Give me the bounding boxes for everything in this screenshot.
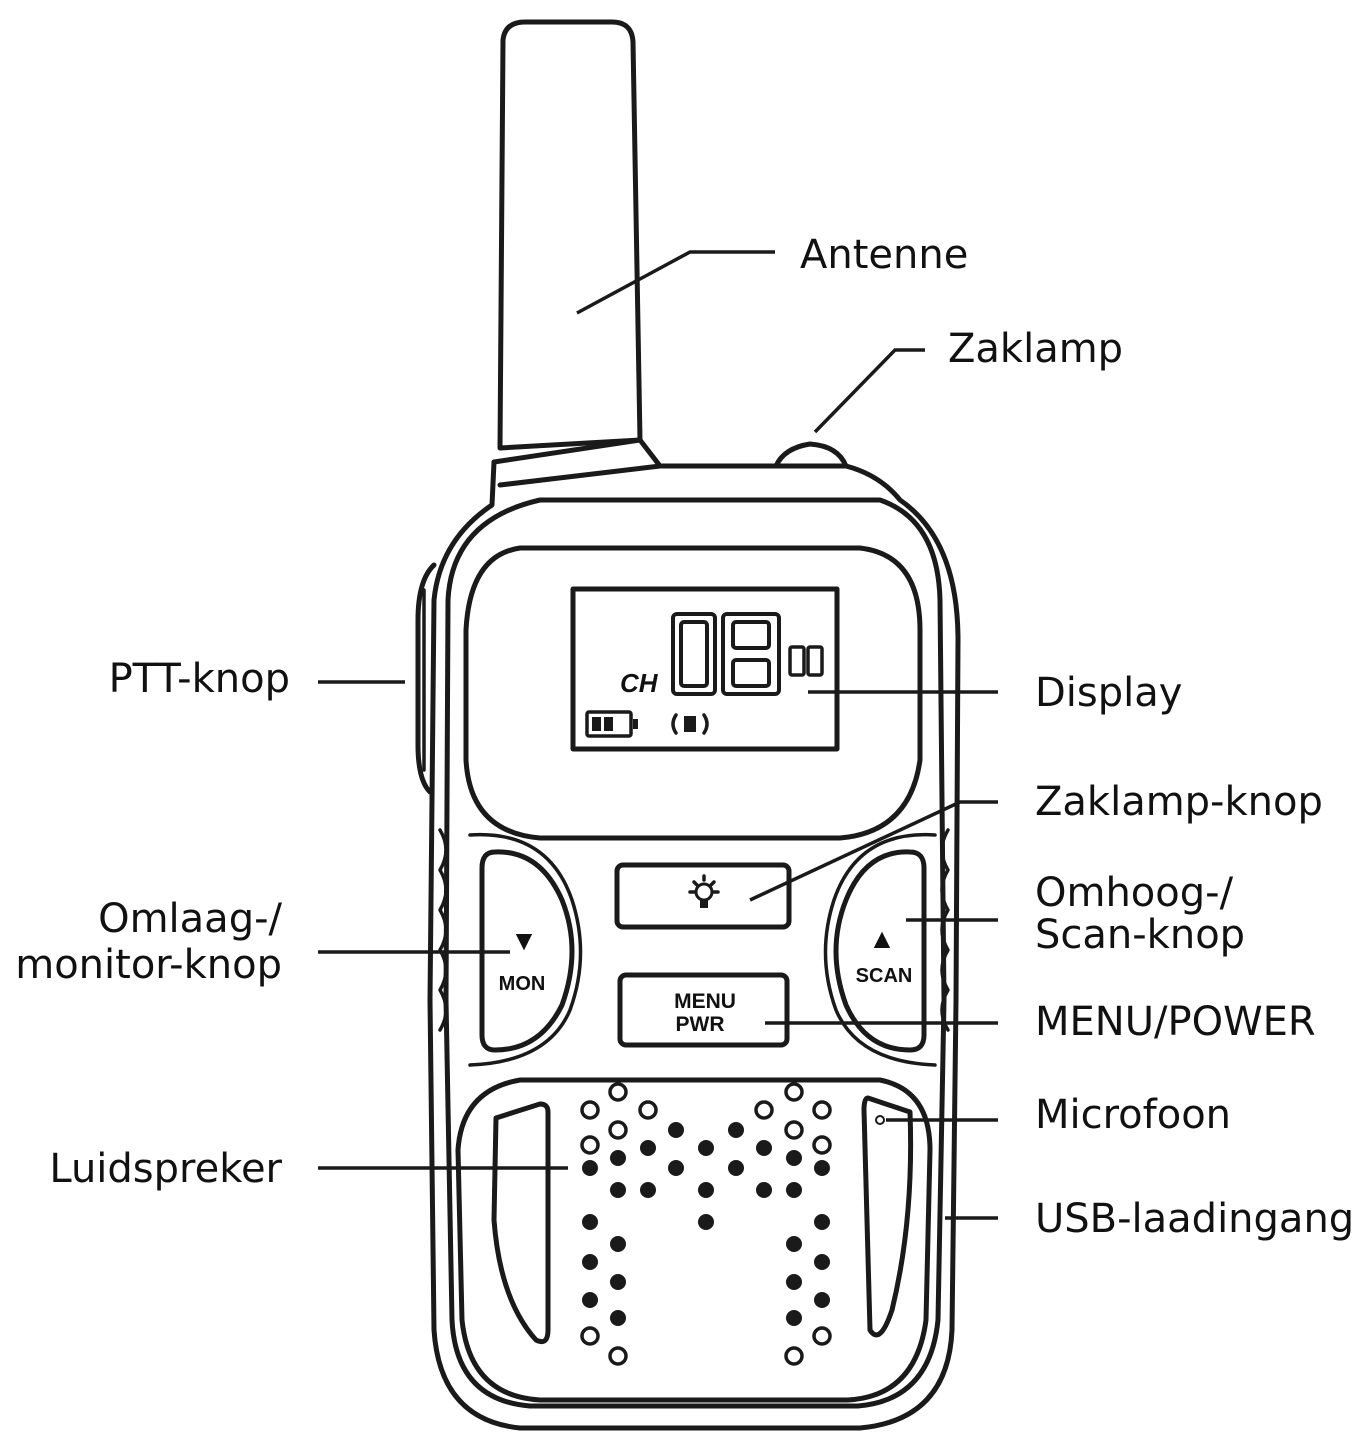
speaker-hole — [698, 1182, 714, 1198]
channel-digit-0 — [671, 612, 717, 696]
mon-label: MON — [499, 973, 546, 995]
ch-label: CH — [620, 668, 659, 698]
down-monitor-button[interactable]: ▼ MON — [468, 832, 583, 1067]
speaker-hole — [582, 1160, 598, 1176]
up-arrow-icon: ▲ — [868, 923, 896, 954]
speaker-hole — [814, 1254, 830, 1270]
speaker-hole — [812, 1100, 832, 1120]
display-bezel — [463, 545, 923, 841]
label-zaklamp: Zaklamp — [948, 326, 1123, 372]
speaker-hole — [754, 1100, 774, 1120]
speaker-hole — [786, 1236, 802, 1252]
speaker-hole — [608, 1346, 628, 1366]
speaker-hole — [610, 1274, 626, 1290]
flashlight-button[interactable] — [614, 862, 792, 930]
speaker-hole — [640, 1182, 656, 1198]
speaker-hole — [580, 1326, 600, 1346]
speaker-hole — [812, 1326, 832, 1346]
speaker-hole — [668, 1160, 684, 1176]
menu-power-button[interactable]: MENU PWR — [617, 972, 790, 1048]
leader-antenne — [576, 250, 775, 315]
leader-lines — [318, 250, 998, 1220]
speaker-hole — [640, 1140, 656, 1156]
leader-zaklamp-knop — [749, 800, 998, 902]
speaker-hole — [610, 1182, 626, 1198]
lower-panel — [455, 1077, 933, 1403]
speaker-hole — [582, 1292, 598, 1308]
speaker-hole — [786, 1310, 802, 1326]
speaker-hole — [582, 1254, 598, 1270]
pwr-label: PWR — [676, 1013, 725, 1036]
speaker-hole — [786, 1150, 802, 1166]
speaker-hole — [698, 1214, 714, 1230]
speaker-hole — [812, 1135, 832, 1155]
speaker-hole — [784, 1082, 804, 1102]
speaker-hole — [580, 1100, 600, 1120]
speaker-hole — [610, 1236, 626, 1252]
label-microfoon: Microfoon — [1035, 1092, 1231, 1138]
flashlight-nub — [773, 441, 849, 469]
speaker-hole — [728, 1122, 744, 1138]
speaker-hole — [698, 1140, 714, 1156]
speaker-hole — [786, 1274, 802, 1290]
label-zaklamp-knop: Zaklamp-knop — [1035, 779, 1323, 825]
lcd-contents: CH — [585, 612, 824, 738]
label-ptt: PTT-knop — [109, 656, 290, 702]
speaker-hole — [608, 1082, 628, 1102]
up-scan-button[interactable]: ▲ SCAN — [823, 832, 937, 1067]
antenna — [491, 19, 663, 488]
label-omhoog-2: Scan-knop — [1035, 912, 1245, 958]
label-antenne: Antenne — [800, 232, 968, 278]
down-arrow-icon: ▼ — [510, 925, 538, 956]
speaker-hole — [580, 1135, 600, 1155]
label-usb: USB-laadingang — [1035, 1196, 1354, 1242]
battery-icon — [585, 710, 638, 738]
lightbulb-icon — [688, 874, 720, 908]
channel-digit-8 — [721, 612, 781, 696]
label-omhoog-1: Omhoog-/ — [1035, 870, 1234, 916]
speaker-hole — [610, 1310, 626, 1326]
radio-body — [415, 459, 961, 1431]
leader-zaklamp — [813, 348, 925, 434]
scan-label: SCAN — [856, 965, 913, 987]
lcd-screen — [570, 586, 840, 752]
label-luidspreker: Luidspreker — [49, 1146, 282, 1192]
speaker-hole — [784, 1346, 804, 1366]
speaker-hole — [756, 1182, 772, 1198]
speaker-grille — [580, 1082, 832, 1366]
callout-labels: Antenne Zaklamp PTT-knop Display Zaklamp… — [15, 232, 1354, 1242]
label-omlaag-2: monitor-knop — [15, 942, 282, 988]
speaker-hole — [786, 1182, 802, 1198]
speaker-hole — [608, 1120, 628, 1140]
speaker-hole — [784, 1120, 804, 1140]
label-omlaag-1: Omlaag-/ — [98, 896, 282, 942]
speaker-hole — [814, 1214, 830, 1230]
label-display: Display — [1035, 670, 1182, 716]
speaker-hole — [668, 1122, 684, 1138]
speaker-hole — [582, 1214, 598, 1230]
speaker-hole — [728, 1160, 744, 1176]
label-menu-power: MENU/POWER — [1035, 999, 1316, 1045]
speaker-hole — [814, 1160, 830, 1176]
sub-channel-digits — [788, 645, 824, 677]
speaker-hole — [610, 1150, 626, 1166]
signal-icon — [671, 713, 709, 735]
speaker-hole — [814, 1292, 830, 1308]
menu-label: MENU — [674, 990, 736, 1013]
speaker-hole — [638, 1100, 658, 1120]
speaker-hole — [756, 1140, 772, 1156]
